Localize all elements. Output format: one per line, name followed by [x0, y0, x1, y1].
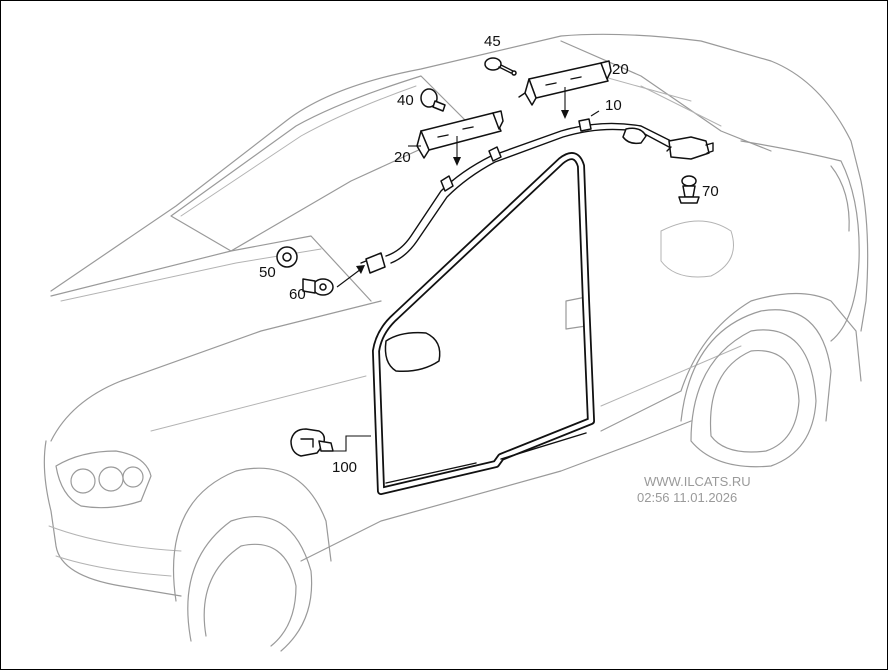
- callout-45: 45: [484, 33, 501, 50]
- callout-70: 70: [702, 183, 719, 200]
- leader-lines: [333, 110, 600, 452]
- callout-100: 100: [332, 459, 358, 476]
- car-body-outline: [43, 33, 869, 652]
- curtain-airbag: [360, 118, 714, 274]
- bracket-top: [518, 60, 612, 106]
- callout-20-top: 20: [612, 61, 629, 78]
- clip-100: [290, 428, 334, 457]
- screw-60: [302, 278, 334, 296]
- clip-70: [678, 175, 700, 204]
- nut-50: [276, 246, 298, 268]
- screw-40: [420, 88, 446, 112]
- screw-45: [484, 57, 517, 76]
- assembly-arrows: [336, 87, 569, 288]
- door-seal: [372, 152, 595, 495]
- bracket-left: [416, 110, 504, 159]
- callout-50: 50: [259, 264, 276, 281]
- watermark-site: WWW.ILCATS.RU: [644, 474, 751, 489]
- watermark-timestamp: 02:56 11.01.2026: [637, 490, 738, 505]
- callout-40: 40: [397, 92, 414, 109]
- callout-10: 10: [605, 97, 622, 114]
- callout-60: 60: [289, 286, 306, 303]
- callout-20-left: 20: [394, 149, 411, 166]
